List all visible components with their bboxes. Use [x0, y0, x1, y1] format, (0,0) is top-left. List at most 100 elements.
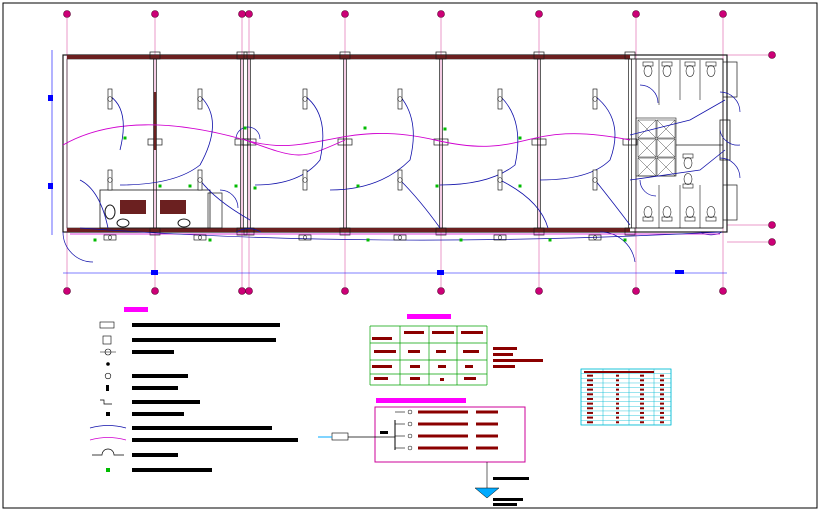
load-cell: [616, 416, 619, 419]
door-swings: [62, 84, 741, 263]
load-cell: [616, 421, 619, 424]
grid-bubble-icon: [245, 10, 253, 18]
wc-fixtures: [642, 60, 717, 228]
legend-outlet-icon: [102, 335, 112, 345]
breaker-icon: [407, 421, 413, 427]
light-fixture-icon: [397, 96, 403, 102]
wc-tank: [705, 61, 717, 67]
load-cell: [640, 397, 644, 400]
wc-bowl-2: [116, 218, 130, 228]
light-fixture-icon: [592, 169, 598, 191]
grid-bubble-icon: [341, 287, 349, 295]
schedule-cell: [432, 331, 454, 334]
sheet-border: [2, 2, 818, 509]
grid-bubble-icon: [768, 51, 776, 59]
outlet-marker: [208, 238, 212, 242]
door-swing: [235, 126, 261, 140]
tile: [637, 119, 657, 139]
grid-bubble-icon: [632, 287, 640, 295]
outlet-marker: [158, 184, 162, 188]
bottom-run-blue: [79, 227, 721, 241]
schedule-cell: [436, 350, 446, 353]
feeder-to-panel: [629, 149, 726, 181]
legend-bar: [132, 386, 178, 390]
restroom-core: [635, 58, 724, 229]
load-cell: [616, 397, 619, 400]
outlets: [93, 126, 627, 242]
legend-bar: [132, 412, 184, 416]
outlet-icon: [103, 234, 117, 241]
grid-bubble-icon: [238, 10, 246, 18]
outlet-icon: [497, 235, 503, 240]
main-circuit-magenta: [62, 124, 631, 147]
grid-bubble-icon: [151, 287, 159, 295]
grid-bubble-icon: [768, 238, 776, 246]
switch-arcs: [79, 95, 631, 229]
outlet-marker: [366, 238, 370, 242]
load-cell: [587, 388, 593, 391]
note-line: [493, 347, 517, 350]
ground-label: [493, 477, 529, 480]
grid-bubble-icon: [535, 10, 543, 18]
switch-leg: [439, 95, 519, 186]
load-cell: [640, 393, 644, 396]
light-fixture-icon: [497, 96, 503, 102]
legend-rows: [89, 321, 298, 472]
grid-bubble-icon: [719, 10, 727, 18]
tile: [656, 157, 676, 177]
wc-tank: [682, 183, 694, 189]
column: [337, 138, 353, 146]
grid-bubble-icon: [63, 10, 71, 18]
door-swing: [719, 157, 741, 179]
switch-leg: [109, 95, 124, 151]
load-grid: [580, 368, 672, 426]
door-swing: [219, 189, 239, 209]
column: [622, 138, 638, 146]
south-wall-fill: [67, 228, 630, 232]
light-fixture-icon: [592, 96, 598, 102]
load-header: [584, 371, 654, 373]
column: [149, 51, 161, 60]
load-cell: [640, 416, 644, 419]
schedule-cell: [408, 350, 420, 353]
legend-bar-icon: [106, 385, 109, 391]
outlet-icon: [397, 235, 403, 240]
load-cell: [616, 402, 619, 405]
door-swing: [639, 179, 657, 197]
light-fixture-icon: [197, 169, 203, 191]
schedule-cell: [438, 365, 446, 368]
load-cell: [616, 374, 619, 377]
schedule-cell: [465, 365, 473, 368]
schedule-title: [407, 314, 451, 319]
outlet-marker: [435, 184, 439, 188]
single-line-diagram: [318, 398, 529, 506]
column: [339, 227, 351, 236]
switch-leg: [399, 179, 441, 229]
load-cell: [587, 374, 593, 377]
door-swing: [235, 228, 262, 233]
light-fixture-icon: [302, 169, 308, 191]
grid-lines: [63, 10, 776, 295]
wc-tank: [661, 216, 673, 222]
grid-bubble-icon: [341, 10, 349, 18]
grid-bubble-icon: [238, 287, 246, 295]
light-fixture-icon: [592, 177, 598, 183]
light-fixture-icon: [302, 88, 308, 110]
tile-hatch-line: [637, 119, 657, 139]
light-fixture-icon: [197, 88, 203, 110]
light-fixture-icon: [302, 96, 308, 102]
outlet-marker: [548, 238, 552, 242]
load-cell: [660, 416, 664, 419]
wc-bowl-1: [104, 204, 116, 220]
circuit-load: [476, 410, 498, 414]
column: [243, 51, 255, 60]
legend-bar: [132, 374, 188, 378]
wc-fixture-icon: [662, 206, 672, 218]
circuit-load: [476, 422, 498, 426]
load-cell: [660, 411, 664, 414]
door-swing: [719, 129, 741, 146]
tile: [656, 119, 676, 139]
outlet-icon: [592, 235, 598, 240]
light-fixtures: [107, 88, 598, 191]
